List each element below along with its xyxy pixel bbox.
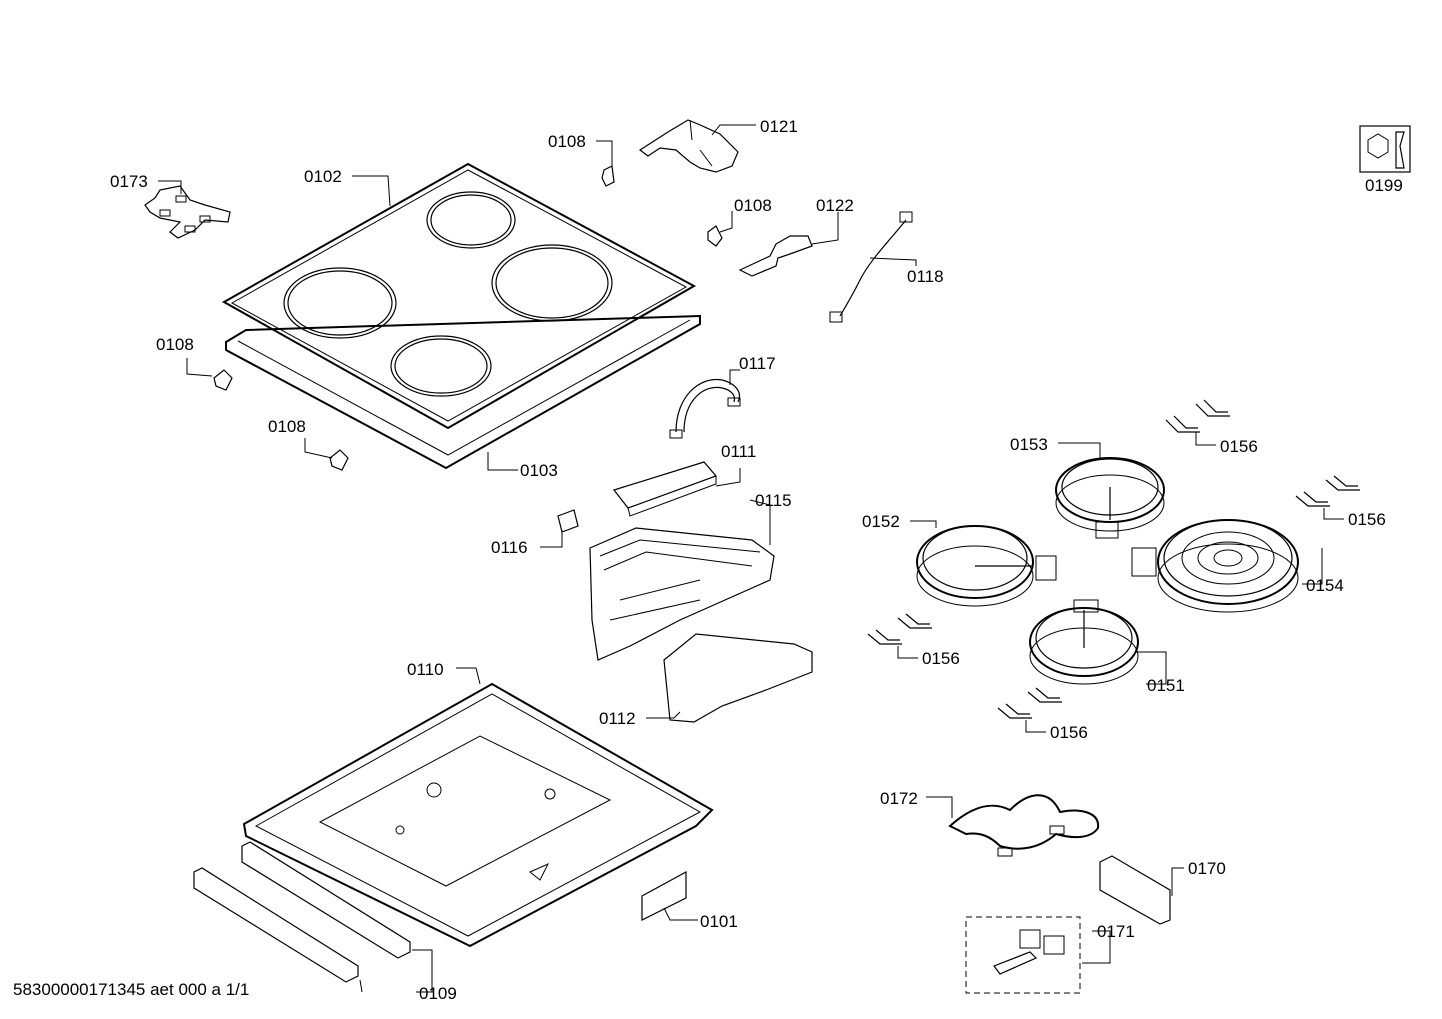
label-0172: 0172 [880, 789, 918, 808]
label-0102: 0102 [304, 167, 342, 186]
label-0101: 0101 [700, 912, 738, 931]
part-0121-bracket[interactable] [638, 119, 739, 173]
part-0108-clip-a[interactable] [601, 165, 615, 187]
part-0151-heating-element[interactable] [1029, 599, 1139, 685]
label-0108: 0108 [734, 196, 772, 215]
part-0173-clips[interactable] [144, 185, 231, 239]
part-0156-clips-b[interactable] [1295, 475, 1360, 507]
part-0112-power-board[interactable] [663, 633, 813, 723]
label-0152: 0152 [862, 512, 900, 531]
part-0152-heating-element[interactable] [916, 525, 1057, 607]
label-0121: 0121 [760, 117, 798, 136]
label-0122: 0122 [816, 196, 854, 215]
part-0170-terminal-block[interactable] [1099, 855, 1171, 925]
part-0153-heating-element[interactable] [1055, 457, 1165, 539]
label-0110: 0110 [407, 660, 444, 679]
label-0199: 0199 [1365, 176, 1403, 195]
part-0156-clips-c[interactable] [867, 613, 932, 645]
part-0110-base-tray[interactable] [242, 682, 714, 948]
label-0170: 0170 [1188, 859, 1226, 878]
label-0108: 0108 [156, 335, 194, 354]
label-0108: 0108 [548, 132, 586, 151]
part-0103-hob-frame[interactable] [225, 314, 701, 470]
label-0173: 0173 [110, 172, 148, 191]
part-0101-rating-plate[interactable] [641, 870, 687, 921]
label-0115: 0115 [755, 491, 792, 510]
label-0154: 0154 [1306, 576, 1344, 595]
document-id: 58300000171345 aet 000 a 1/1 [13, 980, 250, 999]
label-0153: 0153 [1010, 435, 1048, 454]
label-0156: 0156 [1348, 510, 1386, 529]
part-0109-mounting-rails[interactable] [193, 841, 411, 983]
part-0116-clip[interactable] [557, 509, 579, 533]
part-0118-cable[interactable] [829, 211, 913, 323]
label-0156: 0156 [1220, 437, 1258, 456]
part-0122-sensor[interactable] [738, 235, 813, 277]
part-0171-connector-kit[interactable] [965, 916, 1081, 994]
label-0118: 0118 [907, 267, 944, 286]
label-0116: 0116 [491, 538, 528, 557]
label-0171: 0171 [1097, 922, 1135, 941]
part-0102-ceramic-hob-top[interactable] [221, 162, 697, 430]
label-0156: 0156 [922, 649, 960, 668]
part-0108-clip-b[interactable] [707, 225, 723, 247]
part-0156-clips-a[interactable] [1165, 399, 1230, 433]
part-0156-clips-d[interactable] [997, 687, 1062, 719]
part-0108-clip-d[interactable] [329, 449, 349, 471]
label-0109: 0109 [419, 984, 457, 1003]
label-0117: 0117 [739, 354, 776, 373]
part-0111-control-board[interactable] [612, 461, 718, 517]
part-0172-wiring[interactable] [948, 794, 1100, 857]
leader-lines [158, 124, 1344, 993]
label-0103: 0103 [520, 461, 558, 480]
part-0115-electronics-housing[interactable] [589, 527, 775, 661]
part-0154-heating-element[interactable] [1131, 519, 1299, 613]
label-0111: 0111 [721, 442, 756, 461]
label-0108: 0108 [268, 417, 306, 436]
part-labels: 0102 0173 0108 0121 0108 0122 0118 0199 … [110, 117, 1403, 1003]
label-0112: 0112 [599, 709, 636, 728]
part-0108-clip-c[interactable] [213, 369, 233, 391]
label-0151: 0151 [1147, 676, 1185, 695]
label-0156: 0156 [1050, 723, 1088, 742]
part-0117-ribbon-cable[interactable] [669, 378, 741, 439]
part-0199-tool-icon[interactable] [1359, 125, 1411, 173]
